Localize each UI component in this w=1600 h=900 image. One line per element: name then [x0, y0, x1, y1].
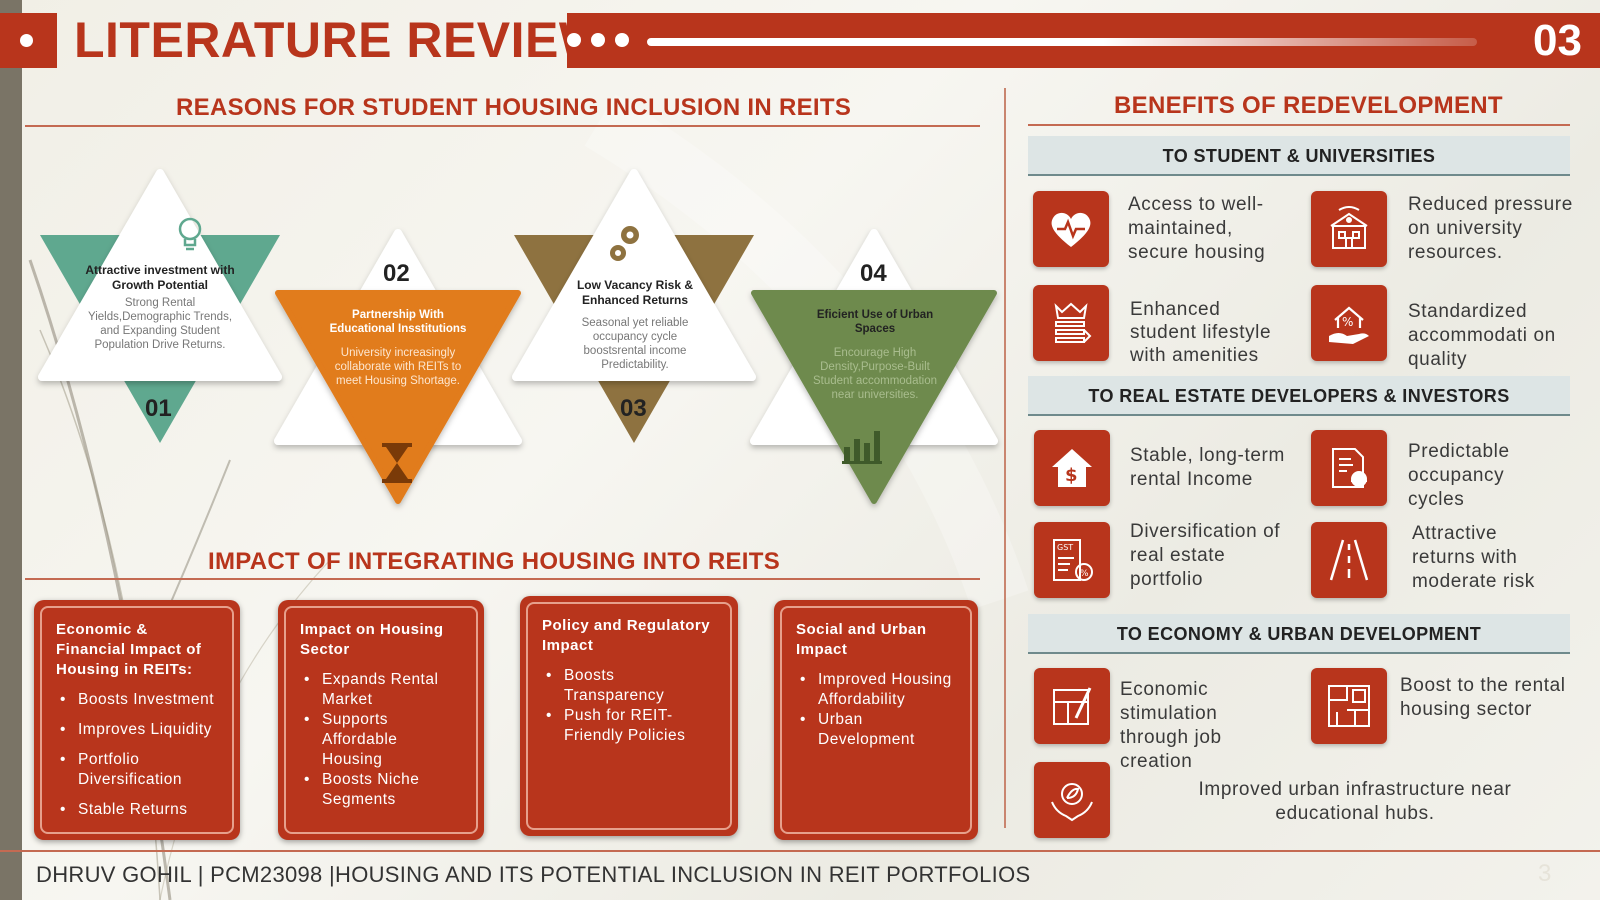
reason-4-body: Encourage High Density,Purpose-Built Stu… — [812, 347, 938, 401]
impact-card-title: Social and Urban Impact — [796, 621, 927, 658]
impact-bullet: Improved Housing Affordability — [796, 670, 956, 710]
footer-text: DHRUV GOHIL | PCM23098 |HOUSING AND ITS … — [36, 862, 1031, 887]
impact-bullet: Boosts Transparency — [542, 666, 716, 706]
impact-card-social: Social and Urban Impact Improved Housing… — [774, 600, 978, 840]
column-divider — [1004, 88, 1006, 828]
floor-plan-icon — [1311, 668, 1387, 744]
left-accent-strip — [0, 0, 22, 900]
benefit-group-title: TO REAL ESTATE DEVELOPERS & INVESTORS — [1088, 386, 1510, 406]
impact-bullet: Expands Rental Market — [300, 670, 462, 710]
reason-2-number: 02 — [383, 260, 410, 287]
benefit-text: Standardized accommodati on quality — [1408, 301, 1556, 370]
impact-bullet: Boosts Niche Segments — [300, 770, 462, 810]
gears-icon — [610, 226, 639, 261]
page-title: LITERATURE REVIEW — [74, 12, 607, 68]
lightbulb-icon — [178, 217, 202, 251]
impact-bullet: Supports Affordable Housing — [300, 710, 462, 770]
benefit-text: Stable, long-term rental Income — [1130, 445, 1285, 490]
impact-bullet: Urban Development — [796, 710, 956, 750]
reason-2-shape — [274, 229, 522, 504]
benefit-text: Reduced pressure on university resources… — [1408, 194, 1573, 263]
reason-1-shape — [38, 169, 282, 443]
bar-chart-icon — [842, 431, 882, 464]
impact-bullet: Boosts Investment — [56, 690, 218, 710]
reason-4-heading: Eficient Use of Urban Spaces — [816, 309, 934, 335]
reason-3-text: Low Vacancy Risk & Enhanced Returns Seas… — [560, 278, 710, 372]
university-building-icon — [1311, 191, 1387, 267]
reason-1-number: 01 — [145, 395, 172, 422]
benefit-group-economy: TO ECONOMY & URBAN DEVELOPMENT — [1028, 614, 1570, 654]
benefit-text: Predictable occupancy cycles — [1408, 441, 1510, 510]
header-line — [647, 38, 1477, 46]
impact-bullet: Stable Returns — [56, 800, 218, 820]
benefit-text: Economic stimulation through job creatio… — [1120, 679, 1222, 772]
amenities-icon — [1033, 285, 1109, 361]
planning-icon — [1034, 668, 1110, 744]
benefit-text: Boost to the rental housing sector — [1400, 675, 1566, 720]
reason-2-text: Partnership With Educational Insstitutio… — [323, 308, 473, 388]
heart-pulse-icon — [1033, 191, 1109, 267]
benefits-rule — [1028, 124, 1570, 126]
benefits-title: BENEFITS OF REDEVELOPMENT — [1114, 92, 1503, 119]
reason-1-text: Attractive investment with Growth Potent… — [84, 263, 236, 352]
reason-3-shape — [512, 169, 756, 443]
impact-card-title: Policy and Regulatory Impact — [542, 617, 711, 654]
benefit-text: Enhanced student lifestyle with amenitie… — [1130, 299, 1272, 366]
hourglass-icon — [382, 443, 412, 483]
slide-number: 03 — [1533, 16, 1582, 65]
header-marker — [0, 13, 57, 68]
reasons-rule — [25, 125, 980, 127]
impact-bullet: Push for REIT-Friendly Policies — [542, 706, 716, 746]
impact-card-housing: Impact on Housing Sector Expands Rental … — [278, 600, 484, 840]
benefit-text: Diversification of real estate portfolio — [1130, 521, 1281, 590]
house-percent-icon: % — [1311, 285, 1387, 361]
svg-text:$: $ — [1065, 465, 1078, 486]
reasons-title: REASONS FOR STUDENT HOUSING INCLUSION IN… — [176, 94, 852, 121]
hands-leaf-icon — [1034, 762, 1110, 838]
impact-bullet: Portfolio Diversification — [56, 750, 218, 790]
reason-2-heading: Partnership With Educational Insstitutio… — [329, 309, 467, 335]
reason-1-body: Strong Rental Yields,Demographic Trends,… — [87, 297, 233, 351]
house-dollar-icon: $ — [1034, 430, 1110, 506]
impact-card-economic: Economic & Financial Impact of Housing i… — [34, 600, 240, 840]
impact-card-title: Economic & Financial Impact of Housing i… — [56, 621, 202, 678]
benefit-group-investors: TO REAL ESTATE DEVELOPERS & INVESTORS — [1028, 376, 1570, 416]
reasons-triangles — [38, 169, 998, 504]
header-dots — [567, 33, 629, 47]
header-bar: 03 — [567, 13, 1600, 68]
footer-page-number: 3 — [1538, 860, 1552, 887]
svg-text:%: % — [1080, 569, 1089, 579]
reason-3-number: 03 — [620, 395, 647, 422]
benefit-group-title: TO STUDENT & UNIVERSITIES — [1162, 146, 1436, 166]
benefit-text: Attractive returns with moderate risk — [1412, 523, 1535, 592]
impact-card-policy: Policy and Regulatory Impact Boosts Tran… — [520, 596, 738, 836]
footer-rule — [0, 850, 1600, 852]
reason-3-heading: Low Vacancy Risk & Enhanced Returns — [576, 278, 694, 307]
reason-2-body: University increasingly collaborate with… — [334, 347, 462, 387]
benefit-group-students: TO STUDENT & UNIVERSITIES — [1028, 136, 1570, 176]
impact-card-title: Impact on Housing Sector — [300, 621, 444, 658]
svg-text:%: % — [1342, 315, 1353, 329]
benefit-text: Access to well-maintained, secure housin… — [1128, 194, 1266, 263]
reason-4-text: Eficient Use of Urban Spaces Encourage H… — [800, 308, 950, 402]
benefit-text: Improved urban infrastructure near educa… — [1198, 779, 1512, 824]
document-chart-icon — [1311, 430, 1387, 506]
reason-1-heading: Attractive investment with Growth Potent… — [85, 263, 235, 292]
reason-4-number: 04 — [860, 260, 887, 287]
road-icon — [1311, 522, 1387, 598]
impact-title: IMPACT OF INTEGRATING HOUSING INTO REITS — [208, 548, 781, 575]
impact-bullet: Improves Liquidity — [56, 720, 218, 740]
reason-3-body: Seasonal yet reliable occupancy cycle bo… — [581, 317, 689, 371]
benefit-group-title: TO ECONOMY & URBAN DEVELOPMENT — [1116, 624, 1482, 644]
gst-document-icon: GST% — [1034, 522, 1110, 598]
impact-rule — [25, 578, 980, 580]
svg-text:GST: GST — [1057, 543, 1073, 552]
